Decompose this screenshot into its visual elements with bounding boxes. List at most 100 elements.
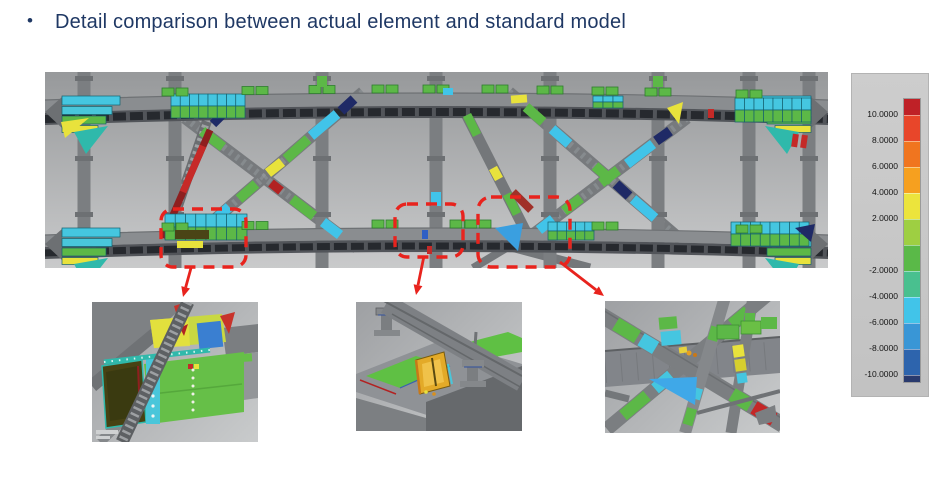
shape [381, 302, 522, 391]
shape [175, 230, 209, 239]
cluster-cell [216, 105, 227, 119]
shape [45, 229, 62, 260]
shape [755, 405, 777, 425]
shape [431, 192, 441, 206]
cluster-cell [198, 93, 209, 107]
callout-arrow-head [181, 286, 190, 297]
shape [45, 97, 62, 128]
callout-arrow-head [413, 284, 423, 295]
legend-color-band [904, 99, 920, 115]
bracket-triangle [74, 258, 108, 268]
shape [522, 103, 547, 126]
bracket-triangle [765, 126, 799, 154]
callout-arrow-shaft [184, 267, 193, 288]
shape [510, 94, 528, 104]
shape [658, 316, 678, 330]
joint-patch [161, 222, 175, 232]
joint-patch [255, 221, 269, 230]
cluster-cell [730, 233, 742, 247]
shape [623, 140, 657, 168]
shape [319, 218, 344, 239]
shape [800, 134, 808, 149]
joint-patch [175, 87, 189, 97]
shape [45, 108, 828, 123]
cluster-cell [801, 97, 812, 111]
cluster-cell [592, 101, 604, 109]
post-flange [427, 212, 445, 217]
shape [422, 359, 444, 387]
joint-patch [550, 85, 564, 95]
cluster-cell [207, 93, 218, 107]
cluster-cell [235, 105, 246, 119]
legend-tick-label: 6.0000 [872, 160, 898, 171]
shape [222, 324, 258, 356]
shape [337, 95, 358, 115]
shape [678, 346, 688, 354]
cluster-cell [763, 109, 774, 123]
post-flange [166, 156, 184, 161]
shape [791, 133, 799, 148]
cluster-cell [753, 97, 764, 111]
green-joint-pair [735, 224, 763, 234]
legend-color-band [904, 349, 920, 375]
shape [194, 364, 199, 369]
cluster-cell [556, 230, 567, 241]
shape [191, 392, 195, 396]
shape [235, 180, 260, 203]
cluster-cell [566, 221, 576, 232]
legend-tick-label: -4.0000 [869, 290, 898, 301]
shape [653, 76, 663, 87]
detail-view-2-canvas [356, 302, 522, 431]
shape [686, 350, 692, 356]
shape [740, 320, 762, 335]
bullet-icon: • [27, 11, 33, 30]
legend-tick-label: 4.0000 [872, 186, 898, 197]
shape [605, 389, 630, 403]
post-flange [740, 76, 758, 81]
cluster-cell [602, 101, 614, 109]
joint-patch [536, 85, 550, 95]
bracket-bar [61, 95, 121, 106]
cluster-cell [226, 226, 238, 241]
shape [637, 333, 660, 354]
model-overview-image [45, 72, 828, 268]
joint-patch [385, 84, 399, 94]
post-flange [75, 212, 93, 217]
legend-tick-label: 8.0000 [872, 134, 898, 145]
cluster-cell [769, 233, 781, 247]
shape [288, 195, 318, 220]
joint-patch [749, 224, 763, 234]
cluster-cell [575, 221, 586, 232]
joint-patch [735, 89, 749, 99]
shape [264, 158, 286, 177]
bracket-bar [766, 247, 812, 257]
cluster-cell [734, 109, 745, 123]
joint-patch [385, 219, 399, 229]
shape [356, 398, 426, 431]
detail-view-1-canvas [92, 302, 258, 442]
joint-patch [481, 84, 495, 94]
shape [191, 368, 195, 372]
shape [61, 118, 89, 138]
cluster-cell [753, 109, 764, 123]
cluster-cell [592, 95, 604, 103]
joint-patch [464, 219, 478, 229]
shape [179, 144, 207, 194]
post-flange [649, 156, 667, 161]
bracket-bar [61, 106, 113, 115]
cluster-cell [547, 221, 558, 232]
shape [696, 389, 780, 415]
shape [653, 126, 673, 146]
cluster-cell [226, 93, 237, 107]
detail-view-3-canvas [605, 301, 780, 433]
shape [734, 358, 747, 372]
shape [460, 381, 486, 387]
cluster-cell [198, 105, 209, 119]
green-joint-pair [371, 84, 399, 94]
post-flange [313, 212, 331, 217]
shape [391, 313, 522, 389]
green-joint-pair [644, 87, 672, 97]
post-flange [75, 156, 93, 161]
joint-patch [255, 86, 269, 95]
